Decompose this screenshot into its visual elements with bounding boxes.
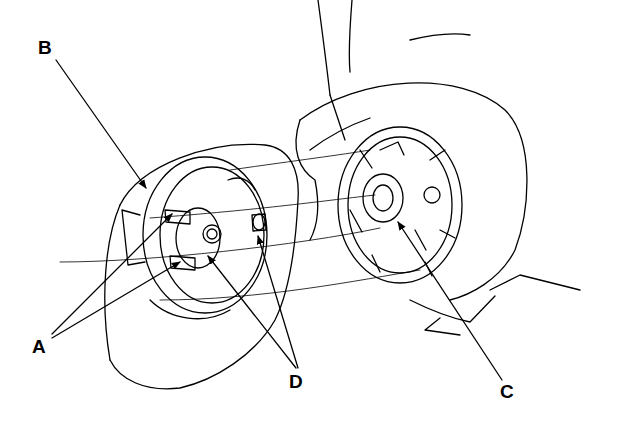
- steering-column: [318, 0, 470, 140]
- guide-lines: [60, 150, 420, 300]
- callout-letter: A: [32, 337, 46, 356]
- leader-lines: [52, 60, 502, 380]
- callout-letter: C: [500, 382, 514, 401]
- callout-letter: D: [289, 372, 303, 391]
- callout-letter: B: [38, 38, 52, 57]
- steering-wheel: [296, 83, 580, 335]
- airbag-module: [105, 144, 298, 388]
